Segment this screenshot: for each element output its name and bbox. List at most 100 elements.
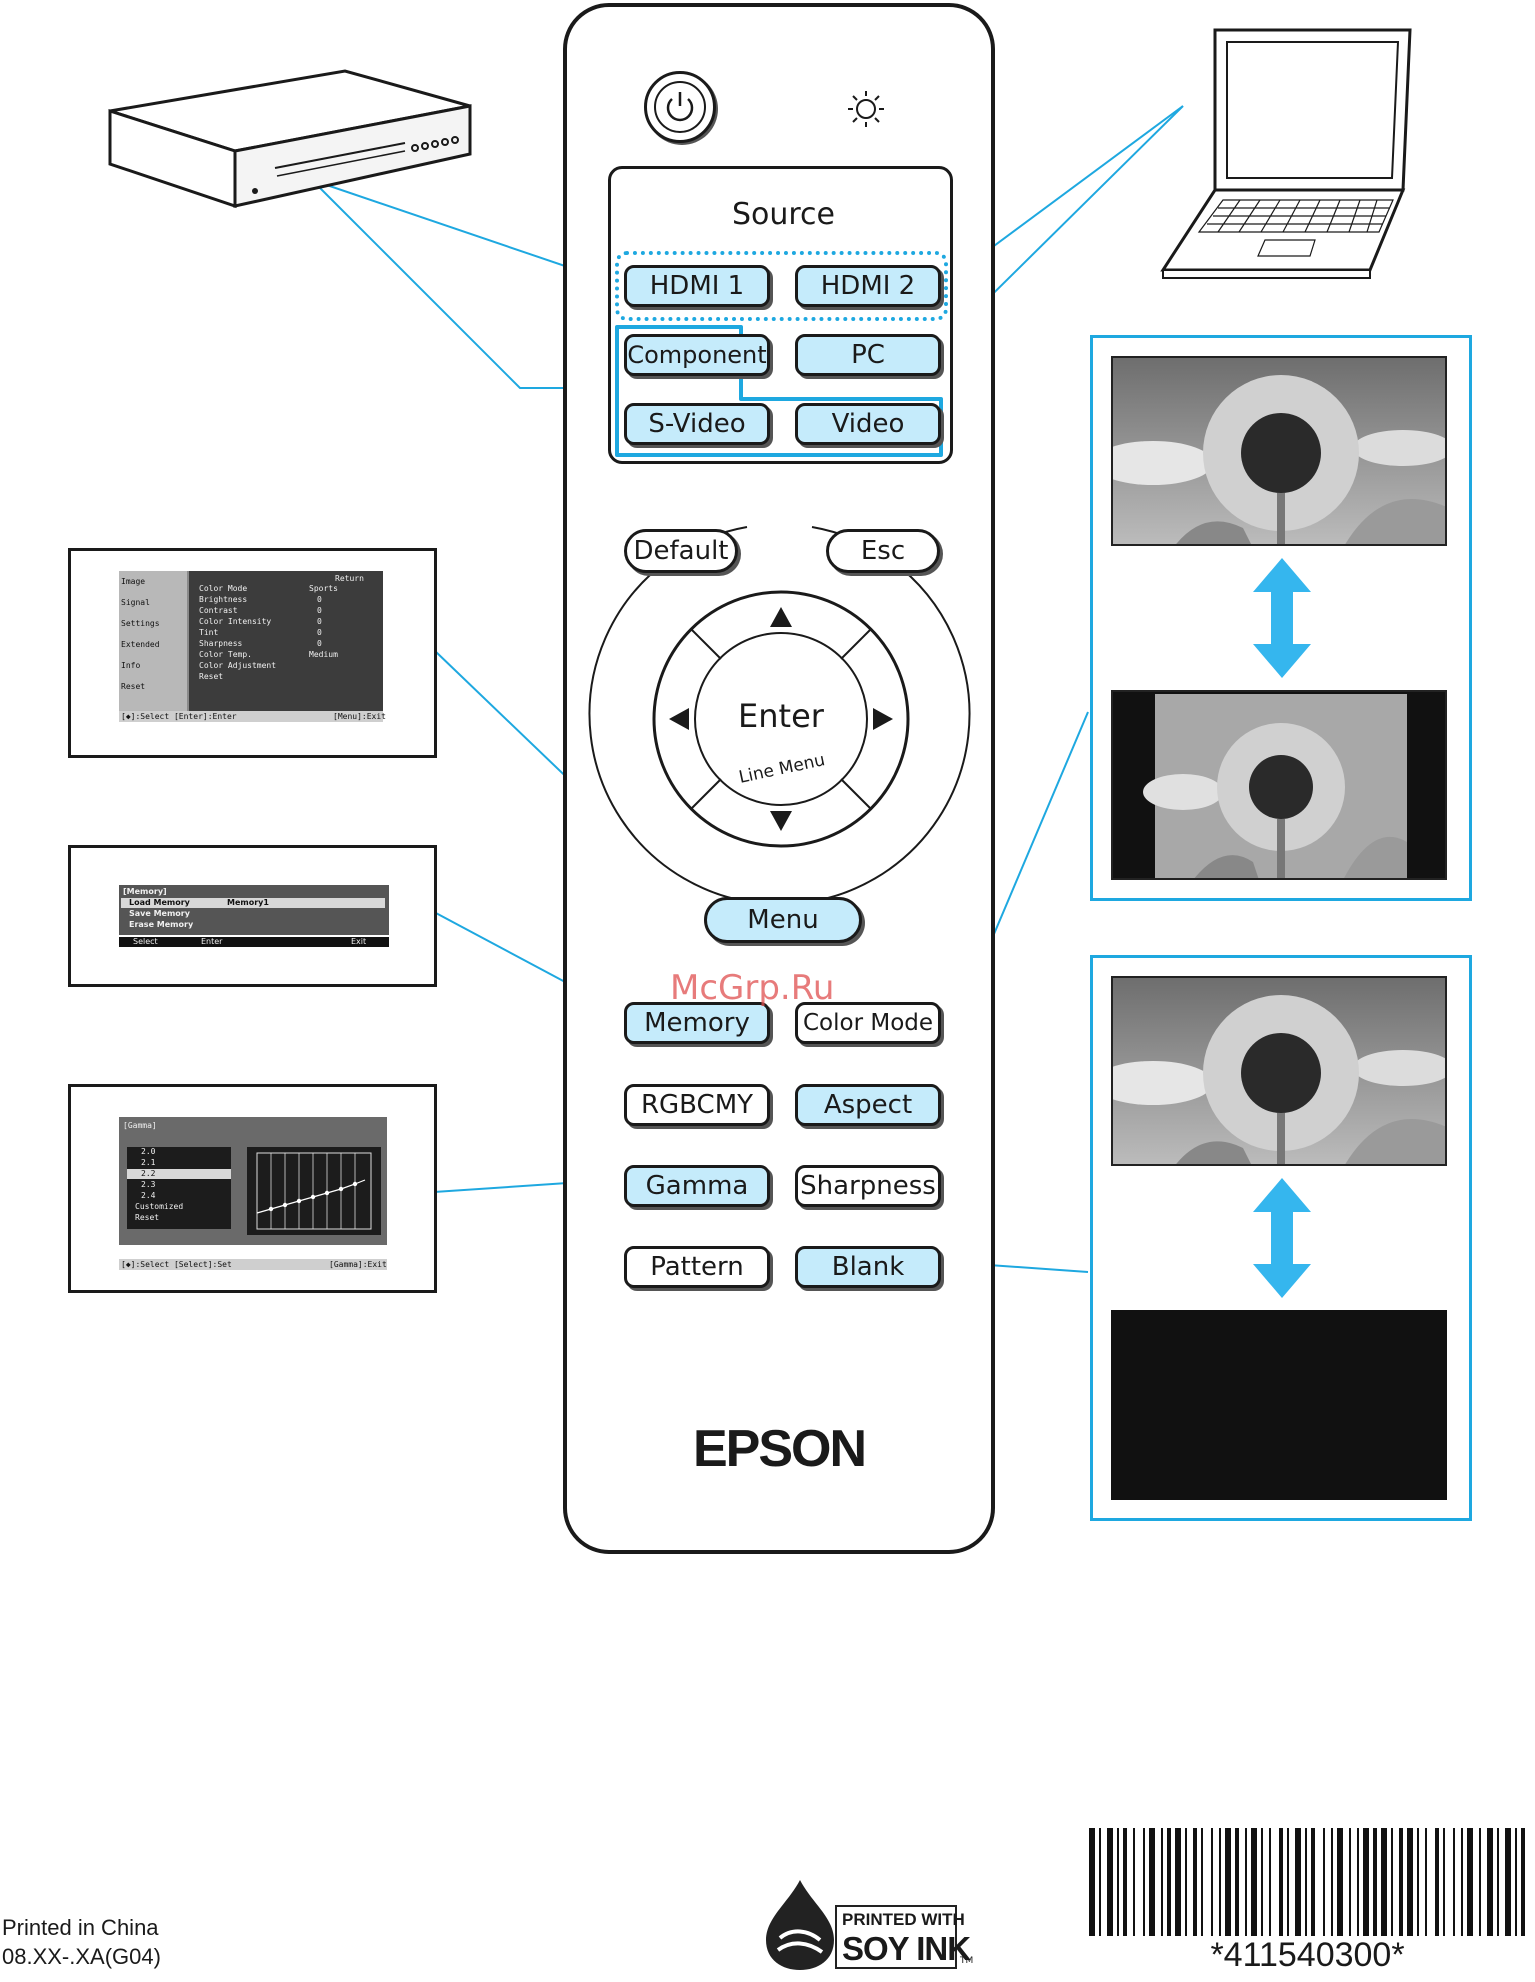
memory-footer-right: Exit <box>351 937 367 946</box>
barcode-number: *411540300* <box>1210 1936 1405 1974</box>
osd-item: Reset <box>199 672 224 681</box>
barcode-bar <box>1235 1828 1239 1936</box>
esc-button[interactable]: Esc <box>826 529 940 573</box>
barcode-bar <box>1279 1828 1283 1936</box>
barcode-bar <box>1107 1828 1113 1936</box>
osd-value: 0 <box>317 606 322 615</box>
gamma-footer-left: [◆]:Select [Select]:Set <box>121 1260 232 1269</box>
image-menu-callout: Image Signal Settings Extended Info Rese… <box>68 548 437 758</box>
blank-button[interactable]: Blank <box>795 1246 941 1288</box>
barcode-bar <box>1161 1828 1163 1936</box>
memory-menu-screen: [Memory] Load Memory Memory1 Save Memory… <box>119 885 389 935</box>
aspect-illustration-panel <box>1090 335 1472 901</box>
barcode-bar <box>1337 1828 1343 1936</box>
barcode-bar <box>1245 1828 1247 1936</box>
color-mode-button[interactable]: Color Mode <box>795 1002 941 1044</box>
blank-illustration-panel <box>1090 955 1472 1521</box>
barcode-bar <box>1487 1828 1493 1936</box>
svideo-button[interactable]: S-Video <box>624 403 770 445</box>
memory-title: [Memory] <box>123 887 167 896</box>
double-arrow-icon <box>1253 558 1311 678</box>
barcode-bar <box>1143 1828 1145 1936</box>
barcode-bar <box>1089 1828 1095 1936</box>
barcode-bar <box>1349 1828 1351 1936</box>
enter-label: Enter <box>738 697 824 735</box>
osd-value: 0 <box>317 617 322 626</box>
pattern-button[interactable]: Pattern <box>624 1246 770 1288</box>
navigation-ring <box>588 526 971 906</box>
gamma-option: Reset <box>135 1213 160 1222</box>
barcode-bar <box>1305 1828 1307 1936</box>
barcode-bar <box>1287 1828 1289 1936</box>
default-button[interactable]: Default <box>624 529 738 573</box>
tab-signal: Signal <box>121 598 150 607</box>
barcode-bar <box>1357 1828 1359 1936</box>
printed-in-label: Printed in China <box>2 1915 159 1940</box>
barcode-bar <box>1425 1828 1427 1936</box>
power-button[interactable] <box>644 71 716 143</box>
barcode-bar <box>1443 1828 1445 1936</box>
soy-ink-tm: TM <box>960 1956 974 1966</box>
osd-value: 0 <box>317 628 322 637</box>
video-button[interactable]: Video <box>795 403 941 445</box>
osd-item: Contrast <box>199 606 238 615</box>
gamma-button[interactable]: Gamma <box>624 1165 770 1207</box>
dvd-player-illustration <box>108 69 472 209</box>
osd-value: Sports <box>309 584 338 593</box>
osd-item: Color Intensity <box>199 617 272 626</box>
osd-item: Brightness <box>199 595 248 604</box>
soy-ink-line1: PRINTED WITH <box>842 1910 965 1929</box>
image-menu-footer-right: [Menu]:Exit <box>333 712 386 721</box>
barcode-bar <box>1391 1828 1393 1936</box>
barcode-bar <box>1185 1828 1187 1936</box>
barcode-bar <box>1521 1828 1525 1936</box>
tab-image: Image <box>121 577 146 586</box>
menu-button[interactable]: Menu <box>704 897 862 943</box>
tab-info: Info <box>121 661 141 670</box>
component-button[interactable]: Component <box>624 334 770 376</box>
double-arrow-icon <box>1253 1178 1311 1298</box>
pc-button[interactable]: PC <box>795 334 941 376</box>
barcode-bar <box>1167 1828 1171 1936</box>
memory-footer-left: Select <box>133 937 158 946</box>
hdmi1-button[interactable]: HDMI 1 <box>624 265 770 307</box>
analog-group-outline <box>615 325 943 457</box>
left-arrow-icon[interactable] <box>667 706 691 732</box>
barcode-bar <box>1407 1828 1413 1936</box>
barcode-bar <box>1099 1828 1101 1936</box>
right-arrow-icon[interactable] <box>871 706 895 732</box>
barcode-bar <box>1149 1828 1155 1936</box>
hdmi2-button[interactable]: HDMI 2 <box>795 265 941 307</box>
barcode-bar <box>1251 1828 1257 1936</box>
osd-value: 0 <box>317 595 322 604</box>
sunflower-photo-full <box>1111 356 1447 546</box>
sunflower-photo-pillarbox <box>1111 690 1447 880</box>
gamma-menu-callout: [Gamma] 2.0 2.1 2.2 2.3 2.4 Customized R… <box>68 1084 437 1293</box>
aspect-button[interactable]: Aspect <box>795 1084 941 1126</box>
barcode-bar <box>1295 1828 1301 1936</box>
light-button[interactable] <box>844 87 888 131</box>
down-arrow-icon[interactable] <box>768 809 794 833</box>
rgbcmy-button[interactable]: RGBCMY <box>624 1084 770 1126</box>
barcode-bar <box>1461 1828 1463 1936</box>
barcode-bar <box>1269 1828 1271 1936</box>
memory-menu-callout: [Memory] Load Memory Memory1 Save Memory… <box>68 845 437 987</box>
remote-control: Source HDMI 1 HDMI 2 Component PC S-Vide… <box>563 3 995 1554</box>
barcode-bar <box>1497 1828 1499 1936</box>
gamma-option: 2.4 <box>141 1191 156 1200</box>
memory-button[interactable]: Memory <box>624 1002 770 1044</box>
barcode-bar <box>1435 1828 1439 1936</box>
sunflower-photo-normal <box>1111 976 1447 1166</box>
laptop-illustration <box>1160 28 1412 279</box>
gamma-option: 2.3 <box>141 1180 156 1189</box>
up-arrow-icon[interactable] <box>768 605 794 629</box>
osd-item: Color Mode <box>199 584 248 593</box>
barcode-bar <box>1261 1828 1263 1936</box>
hdmi-group-outline <box>615 251 948 321</box>
light-icon <box>848 91 884 127</box>
gamma-footer-right: [Gamma]:Exit <box>329 1260 387 1269</box>
tab-extended: Extended <box>121 640 160 649</box>
sharpness-button[interactable]: Sharpness <box>795 1165 941 1207</box>
barcode-bar <box>1453 1828 1455 1936</box>
return-label: Return <box>335 574 364 583</box>
